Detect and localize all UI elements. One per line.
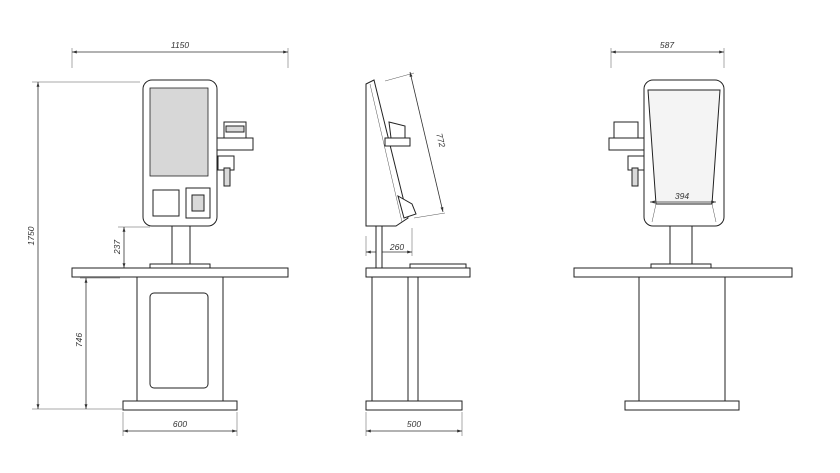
back-base-plate	[624, 400, 740, 411]
front-view: 1150 1750 237 746 600	[26, 40, 289, 436]
side-printer-profile	[388, 121, 406, 139]
side-tray	[216, 137, 254, 151]
back-pedestal	[638, 276, 726, 402]
front-tabletop	[71, 267, 289, 278]
front-pole	[171, 225, 191, 269]
back-tray	[608, 137, 645, 151]
dim-label-back-width: 587	[660, 40, 674, 50]
back-tabletop	[573, 267, 793, 278]
dim-label-pole-height: 237	[112, 240, 122, 255]
side-view: 772 260 500	[365, 71, 471, 436]
dim-line-screen-diag	[409, 71, 444, 213]
card-reader-slot	[152, 189, 180, 217]
dim-label-base-width: 600	[173, 419, 187, 429]
side-tray-profile	[384, 137, 411, 147]
front-base-plate	[122, 400, 238, 411]
dim-label-depth: 260	[389, 242, 404, 252]
touch-screen	[149, 87, 209, 177]
side-pole	[375, 225, 383, 269]
side-terminal-profile	[397, 194, 417, 219]
back-panel	[647, 89, 721, 205]
dim-label-side-base-width: 500	[407, 419, 421, 429]
dim-label-back-inner: 394	[675, 191, 689, 201]
dim-label-height-total: 1750	[26, 226, 36, 245]
dim-label-screen-diag: 772	[434, 132, 447, 148]
side-tabletop	[365, 267, 471, 278]
back-printer	[613, 121, 639, 139]
side-base-plate	[365, 400, 463, 411]
back-pole	[669, 225, 693, 269]
payment-terminal	[185, 187, 211, 219]
front-panel	[149, 292, 209, 389]
dim-label-width-top: 1150	[171, 40, 190, 50]
dim-label-base-height: 746	[74, 333, 84, 347]
back-view: 587 394	[573, 40, 793, 411]
